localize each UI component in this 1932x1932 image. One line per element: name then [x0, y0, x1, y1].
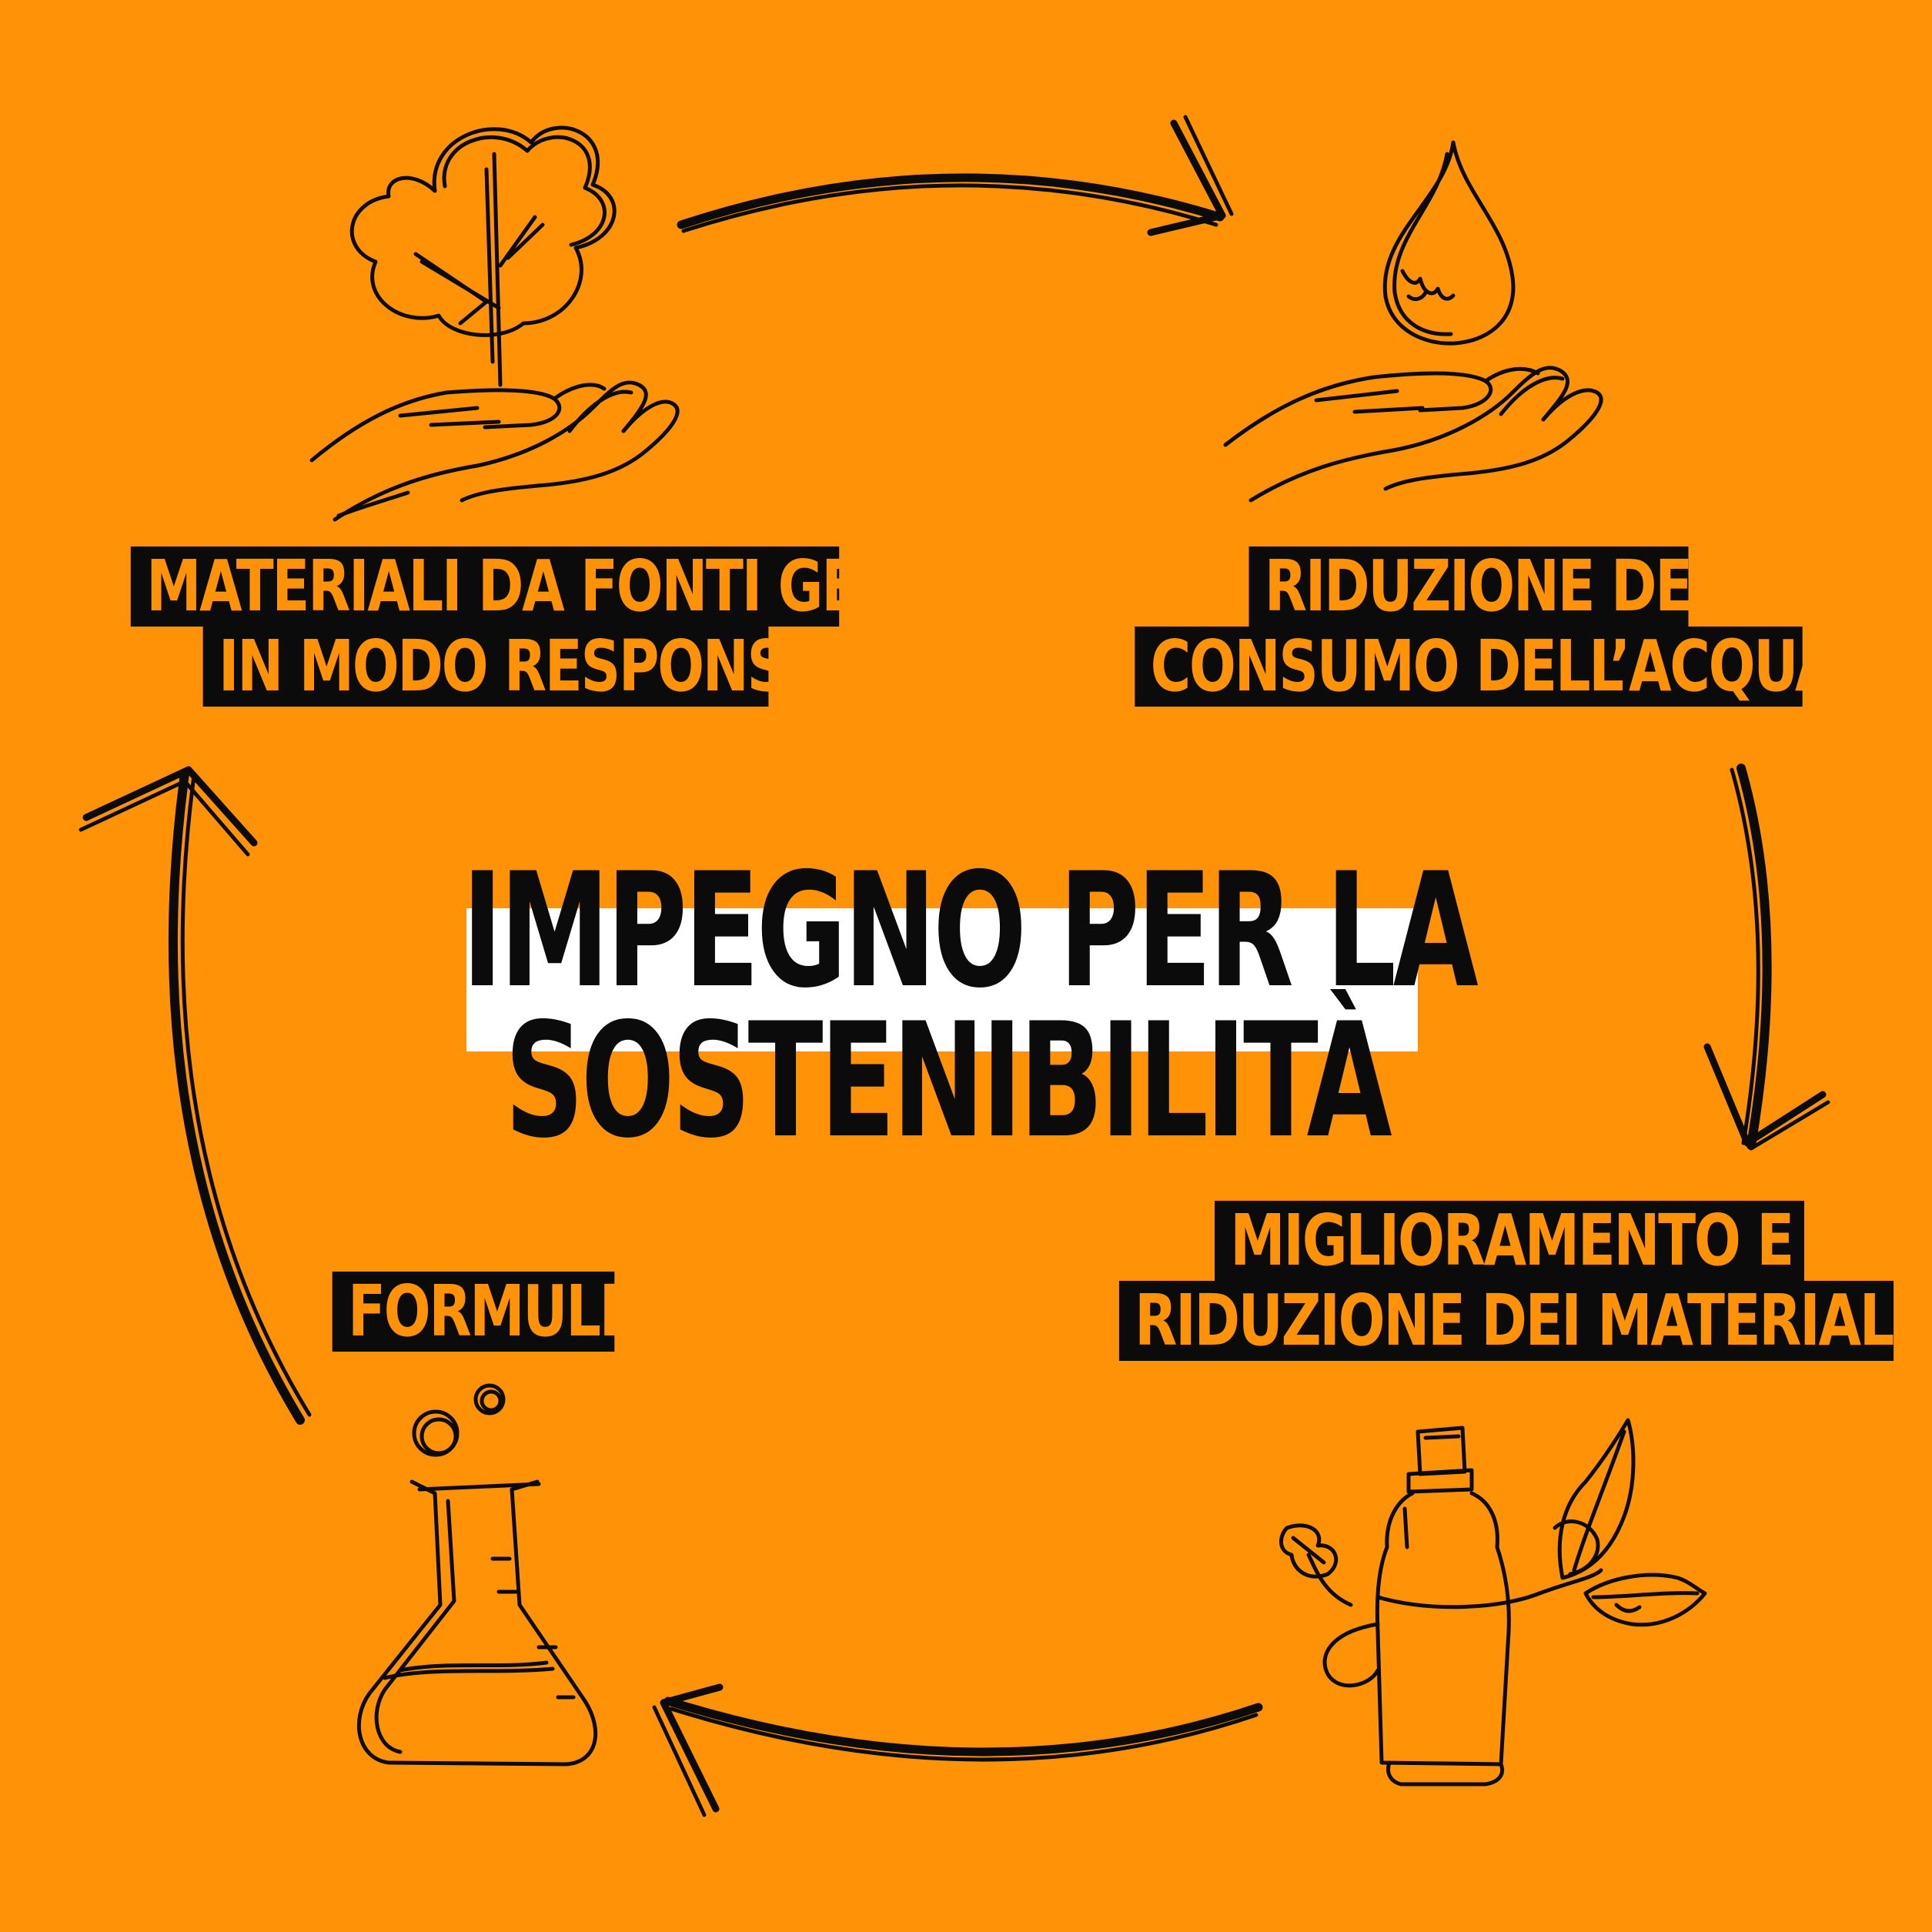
- step-3-label-line-1: MIGLIORAMENTO E: [1215, 1201, 1804, 1281]
- hand: [1223, 366, 1603, 503]
- page-title-line-1: IMPEGNO PER LA: [462, 840, 1479, 1023]
- vine-and-leaves: [1279, 1418, 1707, 1688]
- page-title-line-2: SOSTENIBILITÀ: [504, 990, 1392, 1173]
- tree-canopy: [349, 125, 617, 387]
- water-drop: [1382, 140, 1516, 346]
- step-1-label-line-1: MATERIALI DA FONTI GESTITE: [130, 547, 1024, 627]
- step-3-label-line-2: RIDUZIONE DEI MATERIALI: [1118, 1281, 1914, 1361]
- arrow-top: [677, 115, 1234, 236]
- hand: [309, 380, 680, 522]
- title-highlight-band: [466, 908, 1418, 1051]
- flask: [356, 1479, 598, 1767]
- step-2-label-line-1: RIDUZIONE DEL: [1248, 547, 1726, 627]
- bubbles: [412, 1383, 506, 1457]
- bottle: [1375, 1426, 1511, 1787]
- step-1-label-line-2: IN MODO RESPONSABILE: [202, 627, 956, 707]
- arrow-left: [79, 766, 312, 1425]
- arrow-right: [1703, 764, 1830, 1151]
- step-2-label-line-2: CONSUMO DELL’ACQUA: [1135, 627, 1837, 707]
- step-4-label: FORMULE: [332, 1272, 637, 1352]
- arrow-bottom: [652, 1683, 1263, 1817]
